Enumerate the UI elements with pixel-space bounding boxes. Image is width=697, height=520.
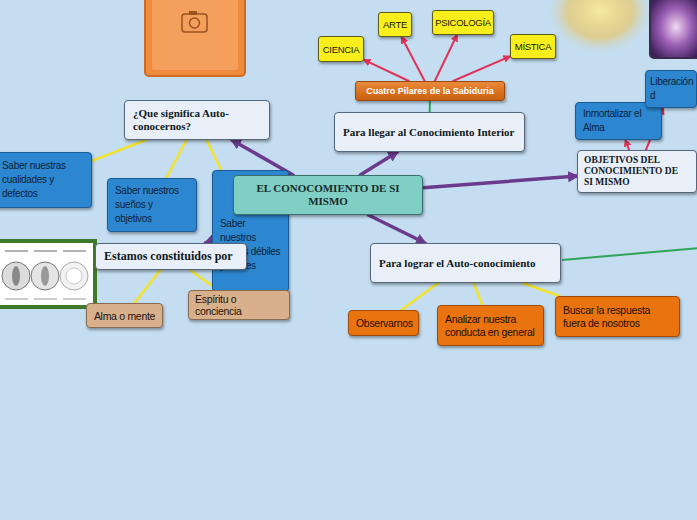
connector bbox=[522, 283, 559, 296]
component-box: Alma o mente bbox=[86, 303, 163, 328]
node-text: CIENCIA bbox=[323, 44, 359, 55]
node-text: Espíritu o conciencia bbox=[195, 293, 283, 317]
method-box: Buscar la respuesta fuera de nosotros bbox=[555, 296, 680, 337]
topic-box: Estamos constituidos por bbox=[95, 243, 247, 270]
method-box: Analizar nuestra conducta en general bbox=[437, 305, 544, 346]
node-text: Saber nuestros sueños y objetivos bbox=[115, 184, 189, 226]
image-placeholder bbox=[145, 0, 245, 76]
constitution-image bbox=[0, 241, 95, 307]
component-box: Espíritu o conciencia bbox=[188, 290, 290, 320]
objectives-box: OBJETIVOS DEL CONOCIMIENTO DE SI MISMO bbox=[577, 150, 697, 193]
connector bbox=[134, 270, 160, 303]
node-text: Buscar la respuesta fuera de nosotros bbox=[563, 304, 672, 330]
node-text: Saber nuestras cualidades y defectos bbox=[2, 159, 84, 201]
connector bbox=[401, 283, 438, 310]
node-text: Alma o mente bbox=[94, 310, 155, 322]
node-text: OBJETIVOS DEL CONOCIMIENTO DE SI MISMO bbox=[584, 155, 688, 188]
connector bbox=[364, 60, 409, 81]
pillar-box: CIENCIA bbox=[318, 36, 364, 62]
connector bbox=[166, 140, 186, 178]
connector bbox=[368, 215, 425, 243]
topic-box: Para lograr el Auto-conocimiento bbox=[370, 243, 561, 283]
pillars-band: Cuatro Pilares de la Sabiduria bbox=[355, 81, 505, 101]
connector bbox=[474, 283, 483, 305]
pillar-box: MÍSTICA bbox=[510, 34, 556, 59]
node-text: ARTE bbox=[383, 19, 407, 30]
connector bbox=[402, 37, 425, 81]
pillar-box: PSICOLOGÍA bbox=[432, 10, 494, 35]
question-box: ¿Que significa Auto-conocernos? bbox=[124, 100, 270, 140]
node-text: ¿Que significa Auto-conocernos? bbox=[133, 107, 261, 133]
central-topic: EL CONOCOMIENTO DE SI MISMO bbox=[233, 175, 423, 215]
connector bbox=[423, 176, 577, 188]
node-text: Analizar nuestra conducta en general bbox=[445, 313, 536, 339]
glow-image bbox=[545, 0, 655, 65]
connector bbox=[92, 140, 146, 161]
purple-image bbox=[650, 0, 697, 58]
node-text: Para llegar al Conocimiento Interior bbox=[343, 126, 516, 139]
connector bbox=[360, 152, 397, 175]
node-text: Observarnos bbox=[356, 317, 411, 330]
connector bbox=[207, 140, 222, 170]
connector bbox=[435, 35, 457, 81]
node-text: Inmortalizar el Alma bbox=[583, 107, 654, 135]
node-text: Cuatro Pilares de la Sabiduria bbox=[366, 86, 494, 96]
connector bbox=[453, 56, 510, 81]
connector bbox=[626, 140, 630, 150]
method-box: Observarnos bbox=[348, 310, 419, 336]
node-text: MÍSTICA bbox=[515, 41, 551, 52]
topic-box: Para llegar al Conocimiento Interior bbox=[334, 112, 525, 152]
node-text: Estamos constituidos por bbox=[104, 250, 238, 263]
trait-box: Saber nuestras cualidades y defectos bbox=[0, 152, 92, 208]
connector bbox=[429, 101, 431, 112]
node-text: Liberación d bbox=[650, 75, 689, 103]
trait-box: Saber nuestros sueños y objetivos bbox=[107, 178, 197, 232]
offscreen-branch bbox=[562, 248, 697, 260]
node-text: Para lograr el Auto-conocimiento bbox=[379, 257, 552, 270]
node-text: PSICOLOGÍA bbox=[435, 17, 491, 28]
objective-box: Liberación d bbox=[645, 70, 697, 108]
node-text: EL CONOCOMIENTO DE SI MISMO bbox=[244, 182, 412, 208]
pillar-box: ARTE bbox=[378, 12, 412, 37]
